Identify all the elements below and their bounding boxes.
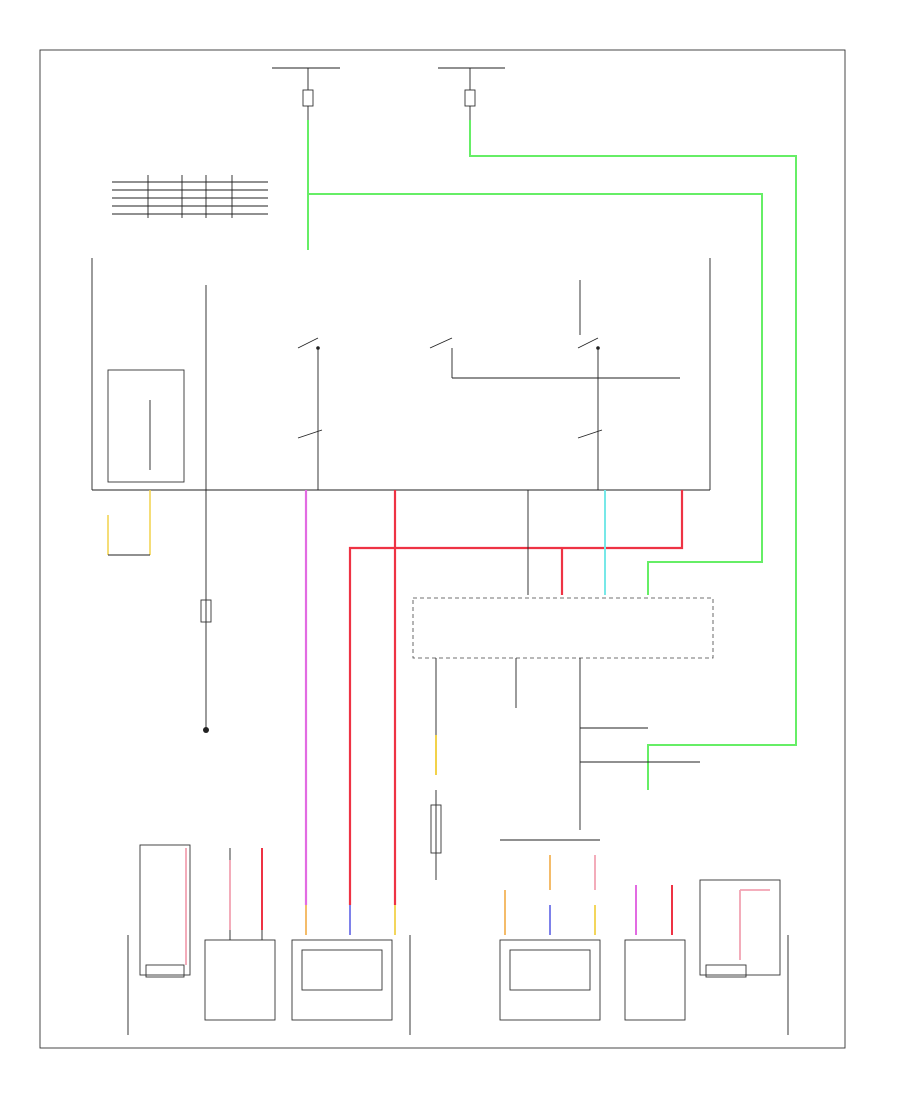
bulb-left: [204, 848, 276, 1021]
green-wire-right: [469, 120, 797, 790]
actuator-left: [291, 939, 393, 1021]
connector-pins-left: [112, 175, 268, 218]
green-wire-feed: [307, 120, 763, 595]
pink-wire-right: [739, 889, 770, 960]
switch-contact-left: [297, 337, 323, 490]
bulb-right: [624, 939, 686, 1021]
relay-unit-box: [412, 597, 714, 659]
power-window-module: [91, 258, 711, 491]
switch-contact-middle: [429, 337, 680, 379]
actuator-right: [499, 839, 601, 1021]
fuse-block-right: [438, 67, 505, 120]
switch-contact-right: [577, 337, 603, 490]
motor-right: [699, 879, 781, 978]
left-loop-wire: [107, 490, 151, 555]
red-wire-main: [348, 490, 684, 905]
fuse-block-left: [272, 67, 340, 120]
left-column-circuit: [200, 490, 212, 733]
relay-unit-wires: [430, 658, 700, 880]
motor-left: [139, 844, 191, 978]
orange-wire-act-right: [504, 855, 551, 935]
diagram-border: [39, 49, 846, 1049]
